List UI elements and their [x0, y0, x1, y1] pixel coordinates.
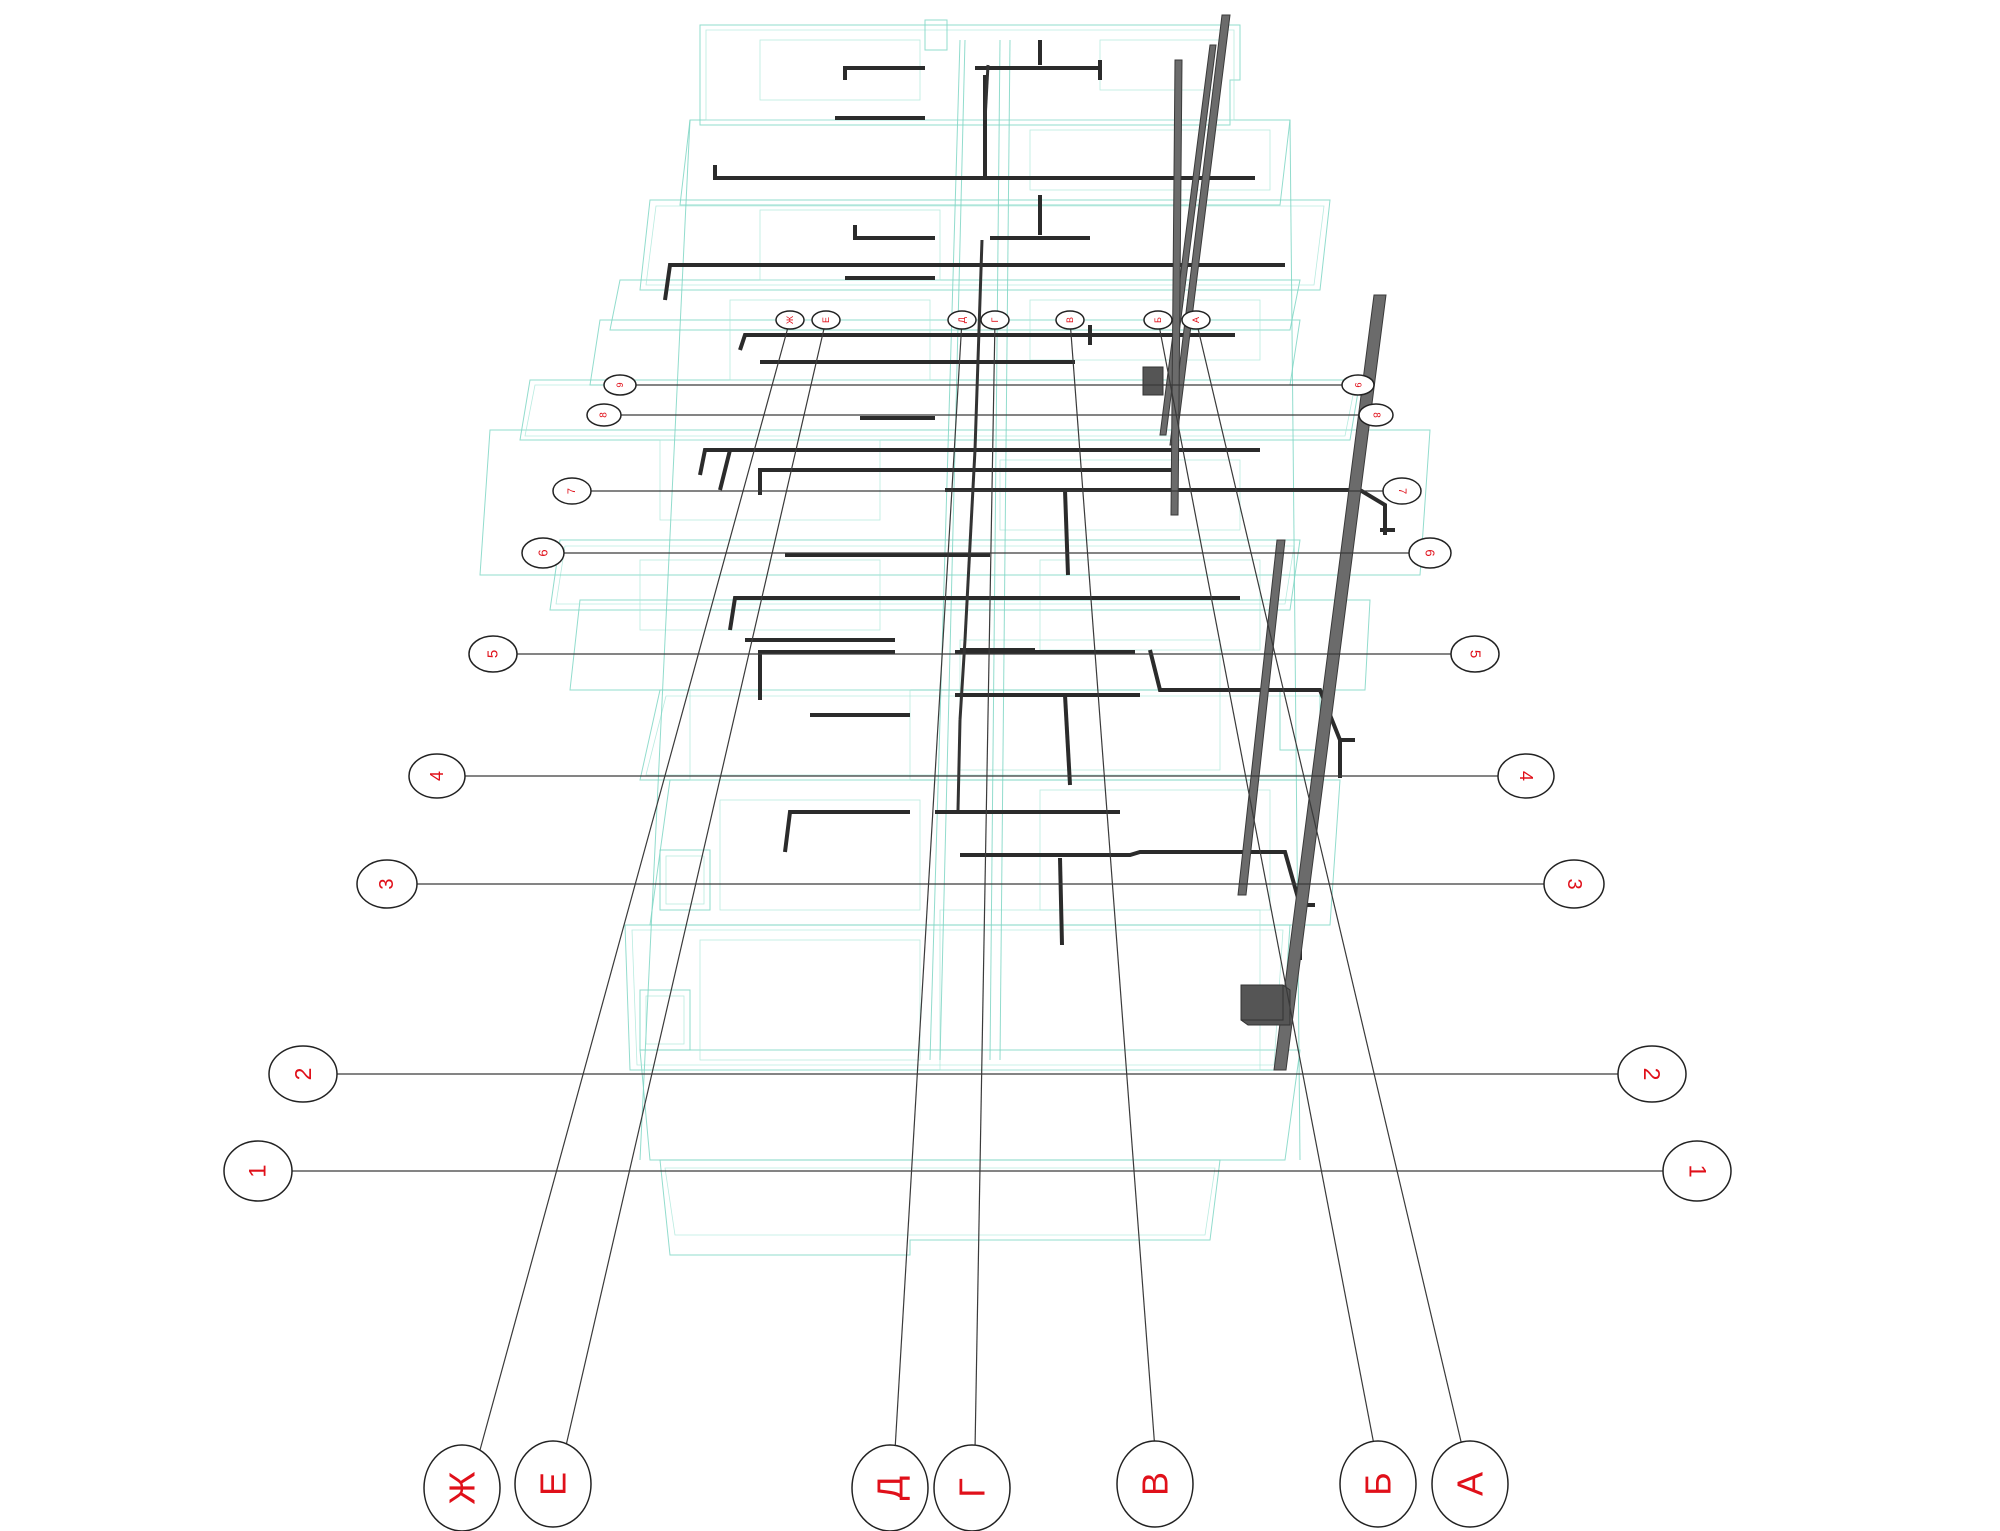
svg-text:Ж: Ж: [785, 315, 795, 324]
axis-bubble-right-6: 6: [1408, 537, 1452, 569]
svg-text:Е: Е: [821, 317, 831, 323]
mini-bubble-v: В: [1055, 310, 1085, 330]
svg-text:Д: Д: [957, 317, 967, 323]
svg-text:6: 6: [536, 549, 551, 556]
mini-bubble-d: Д: [947, 310, 977, 330]
axis-bubble-right-2: 2: [1617, 1045, 1687, 1103]
axis-bubble-left-7: 7: [552, 477, 592, 505]
svg-text:Е: Е: [533, 1472, 574, 1496]
axis-bubble-left-5: 5: [468, 635, 518, 673]
axis-bubble-right-4: 4: [1497, 753, 1555, 799]
axis-bubble-left-6: 6: [521, 537, 565, 569]
svg-text:А: А: [1450, 1472, 1491, 1496]
mini-bubble-b: Б: [1143, 310, 1173, 330]
svg-text:5: 5: [485, 650, 502, 658]
svg-text:Г: Г: [990, 317, 1000, 322]
axis-bubble-right-1: 1: [1662, 1140, 1732, 1202]
axis-bubble-right-7: 7: [1382, 477, 1422, 505]
axis-bubble-left-1: 1: [223, 1140, 293, 1202]
axis-bubble-a: А: [1431, 1440, 1509, 1528]
left-axis-bubbles: 1 2 3 4 5 6 7 8: [223, 374, 637, 1202]
svg-text:А: А: [1191, 317, 1201, 323]
structural-walls: [663, 40, 1395, 960]
svg-text:4: 4: [1516, 771, 1536, 781]
svg-text:4: 4: [427, 771, 447, 781]
mini-bubble-g: Г: [980, 310, 1010, 330]
svg-text:Д: Д: [870, 1476, 911, 1500]
right-axis-bubbles: 1 2 3 4 5 6 7 8: [1341, 374, 1732, 1202]
axis-bubble-b: Б: [1339, 1440, 1417, 1528]
svg-text:Б: Б: [1153, 317, 1163, 323]
axis-bubble-left-3: 3: [356, 859, 418, 909]
svg-text:Г: Г: [952, 1478, 993, 1498]
axis-bubble-left-2: 2: [268, 1045, 338, 1103]
mini-bubble-e: Е: [811, 310, 841, 330]
axis-bubble-zh: Ж: [423, 1444, 501, 1531]
svg-text:9: 9: [1353, 382, 1363, 387]
svg-text:2: 2: [1639, 1068, 1665, 1081]
svg-text:7: 7: [1396, 488, 1408, 494]
svg-text:8: 8: [1371, 412, 1382, 418]
axis-bubble-e: Е: [514, 1440, 592, 1528]
numeric-axis-lines: [292, 384, 1685, 1172]
structural-columns: [1142, 14, 1387, 1071]
svg-text:7: 7: [566, 488, 578, 494]
svg-text:3: 3: [376, 878, 398, 889]
svg-text:В: В: [1065, 317, 1075, 323]
mini-bubble-a: А: [1181, 310, 1211, 330]
svg-text:2: 2: [290, 1068, 316, 1081]
top-axis-bubbles: Ж Е Д Г В Б А: [775, 310, 1211, 330]
svg-text:1: 1: [245, 1164, 272, 1177]
svg-text:Б: Б: [1358, 1472, 1399, 1496]
floor-outlines: [479, 19, 1431, 1256]
axis-bubble-v: В: [1116, 1440, 1194, 1528]
svg-text:8: 8: [599, 412, 610, 418]
axis-bubble-right-5: 5: [1450, 635, 1500, 673]
axis-bubble-right-3: 3: [1543, 859, 1605, 909]
svg-text:6: 6: [1423, 549, 1438, 556]
axis-bubble-left-9: 9: [603, 374, 637, 396]
axis-bubble-g: Г: [933, 1444, 1011, 1531]
svg-text:3: 3: [1563, 878, 1585, 889]
mini-bubble-zh: Ж: [775, 310, 805, 330]
axis-bubble-left-8: 8: [586, 403, 622, 427]
axis-bubble-right-8: 8: [1358, 403, 1394, 427]
axis-bubble-left-4: 4: [408, 753, 466, 799]
svg-text:Ж: Ж: [442, 1471, 483, 1504]
letter-axis-lines: [479, 319, 1464, 1451]
svg-text:9: 9: [615, 382, 625, 387]
svg-text:1: 1: [1684, 1164, 1711, 1177]
svg-text:В: В: [1135, 1472, 1176, 1496]
axis-bubble-d: Д: [851, 1444, 929, 1531]
svg-text:5: 5: [1467, 650, 1484, 658]
bottom-axis-bubbles: Ж Е Д Г В Б А: [423, 1440, 1509, 1531]
axis-bubble-right-9: 9: [1341, 374, 1375, 396]
